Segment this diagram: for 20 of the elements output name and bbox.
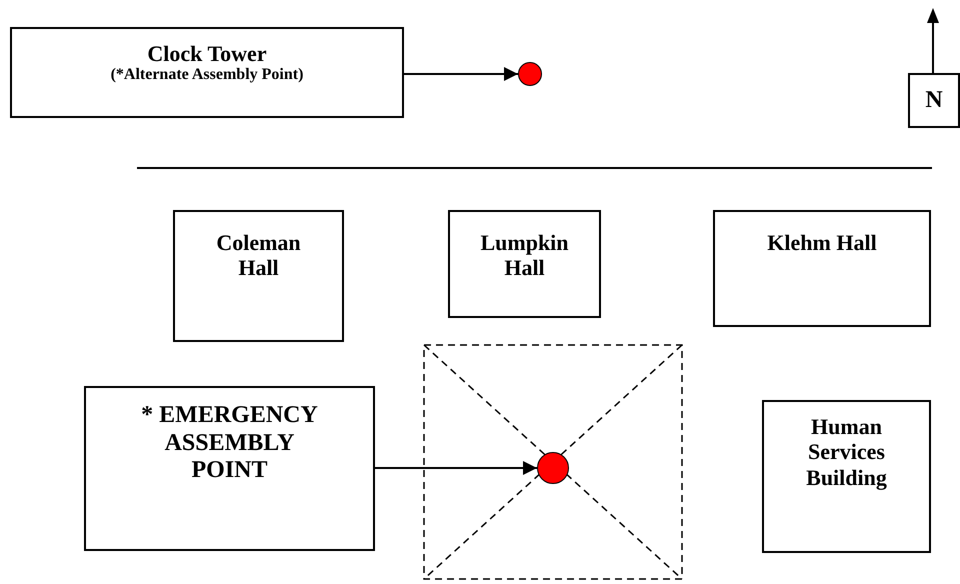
building-box [10,27,404,118]
building-box [908,73,960,128]
node-subtitle: (*Alternate Assembly Point) [110,66,304,85]
arrow [375,461,537,475]
node-title: Human Services Building [805,414,888,490]
assembly-point-dot [537,452,569,484]
node-title: Coleman Hall [215,230,302,281]
building-box [84,386,375,551]
assembly-point-dot [518,62,542,86]
arrow [404,67,518,81]
building-box [713,210,931,327]
dashed-area [423,344,683,580]
node-title: Lumpkin Hall [479,230,570,281]
building-box [762,400,931,553]
node-title: Klehm Hall [766,230,878,256]
building-box [448,210,601,318]
node-title: * EMERGENCY ASSEMBLY POINT [140,402,319,485]
node-title: Clock Tower [146,41,268,66]
building-box [173,210,344,342]
node-title: N [924,87,944,115]
